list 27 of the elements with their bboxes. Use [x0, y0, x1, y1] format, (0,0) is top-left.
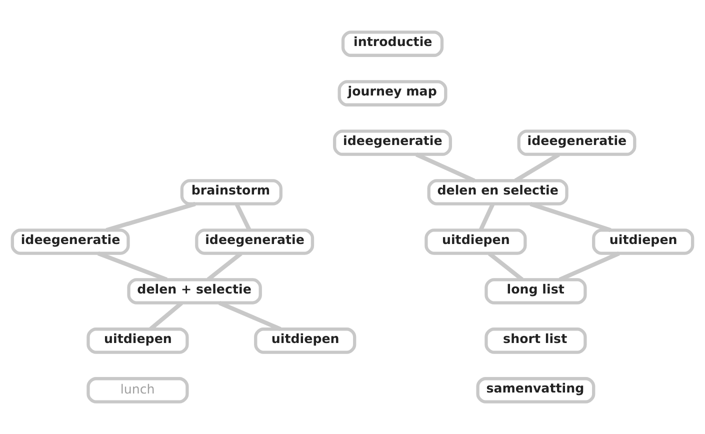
connector — [234, 203, 252, 232]
node-box: ideegeneratie — [10, 228, 130, 255]
node-box: uitdiepen — [424, 228, 527, 255]
connector — [206, 252, 242, 282]
node-box: delen + selectie — [127, 278, 262, 304]
node-box: lunch — [86, 377, 189, 404]
connector — [488, 252, 524, 282]
node-box: samenvatting — [476, 377, 596, 404]
node-box: uitdiepen — [254, 328, 356, 354]
connector — [558, 252, 620, 282]
connector — [106, 202, 196, 232]
node-box: uitdiepen — [86, 328, 189, 354]
node-box: long list — [484, 278, 587, 304]
node-box: introductie — [341, 30, 444, 57]
node-box: brainstorm — [180, 179, 282, 206]
connector — [97, 251, 168, 282]
connector — [218, 300, 282, 331]
node-box: short list — [484, 328, 587, 354]
connector — [530, 202, 612, 232]
node-box: ideegeneratie — [333, 130, 452, 156]
node-box: delen en selectie — [427, 179, 568, 206]
node-box: uitdiepen — [592, 228, 694, 255]
node-box: ideegeneratie — [195, 228, 314, 255]
connector — [478, 203, 495, 231]
connector — [514, 152, 560, 182]
node-box: journey map — [338, 80, 448, 106]
node-box: ideegeneratie — [517, 130, 636, 156]
